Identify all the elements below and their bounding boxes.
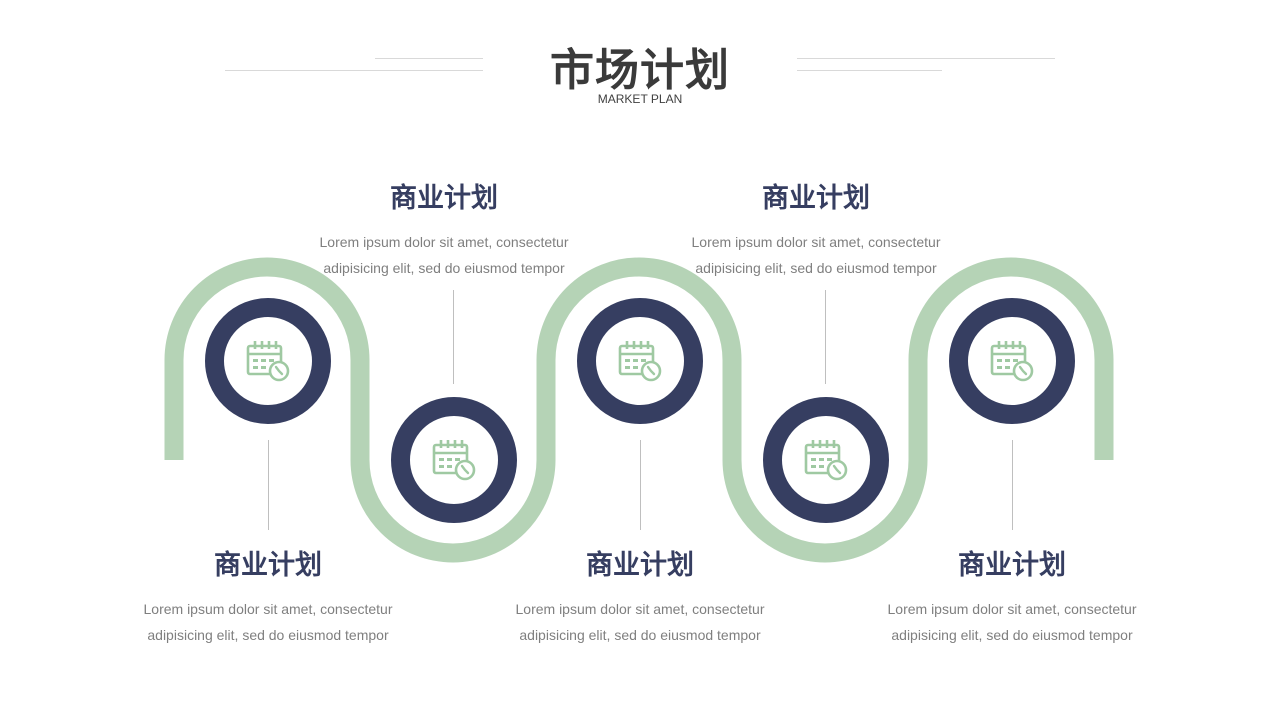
- header-line-left-top: [375, 58, 483, 59]
- step-title: 商业计划: [958, 550, 1066, 581]
- step-title: 商业计划: [586, 550, 694, 581]
- step-block-5: 商业计划 Lorem ipsum dolor sit amet, consect…: [882, 549, 1142, 648]
- connector-line-4: [825, 290, 826, 384]
- connector-line-1: [268, 440, 269, 530]
- connector-line-2: [453, 290, 454, 384]
- step-description: Lorem ipsum dolor sit amet, consectetur …: [143, 601, 393, 643]
- connector-line-3: [640, 440, 641, 530]
- step-circle-3: [577, 298, 703, 424]
- header-line-left-bottom: [225, 70, 483, 71]
- step-circle-1: [205, 298, 331, 424]
- calendar-clock-icon: [431, 438, 477, 482]
- calendar-clock-icon: [989, 339, 1035, 383]
- step-description: Lorem ipsum dolor sit amet, consectetur …: [319, 234, 569, 276]
- step-circle-2: [391, 397, 517, 523]
- step-description: Lorem ipsum dolor sit amet, consectetur …: [887, 601, 1137, 643]
- step-block-1: 商业计划 Lorem ipsum dolor sit amet, consect…: [138, 549, 398, 648]
- step-block-3: 商业计划 Lorem ipsum dolor sit amet, consect…: [510, 549, 770, 648]
- connector-line-5: [1012, 440, 1013, 530]
- step-description: Lorem ipsum dolor sit amet, consectetur …: [691, 234, 941, 276]
- calendar-clock-icon: [803, 438, 849, 482]
- step-title: 商业计划: [214, 550, 322, 581]
- page-subtitle: MARKET PLAN: [597, 92, 683, 106]
- header-line-right-bottom: [797, 70, 942, 71]
- step-block-2: 商业计划 Lorem ipsum dolor sit amet, consect…: [314, 182, 574, 281]
- step-circle-4: [763, 397, 889, 523]
- calendar-clock-icon: [245, 339, 291, 383]
- step-description: Lorem ipsum dolor sit amet, consectetur …: [515, 601, 765, 643]
- step-circle-5: [949, 298, 1075, 424]
- page-title: 市场计划: [550, 45, 730, 96]
- step-title: 商业计划: [390, 183, 498, 214]
- header-line-right-top: [797, 58, 1055, 59]
- step-title: 商业计划: [762, 183, 870, 214]
- calendar-clock-icon: [617, 339, 663, 383]
- wave-curve: [164, 257, 1114, 563]
- step-block-4: 商业计划 Lorem ipsum dolor sit amet, consect…: [686, 182, 946, 281]
